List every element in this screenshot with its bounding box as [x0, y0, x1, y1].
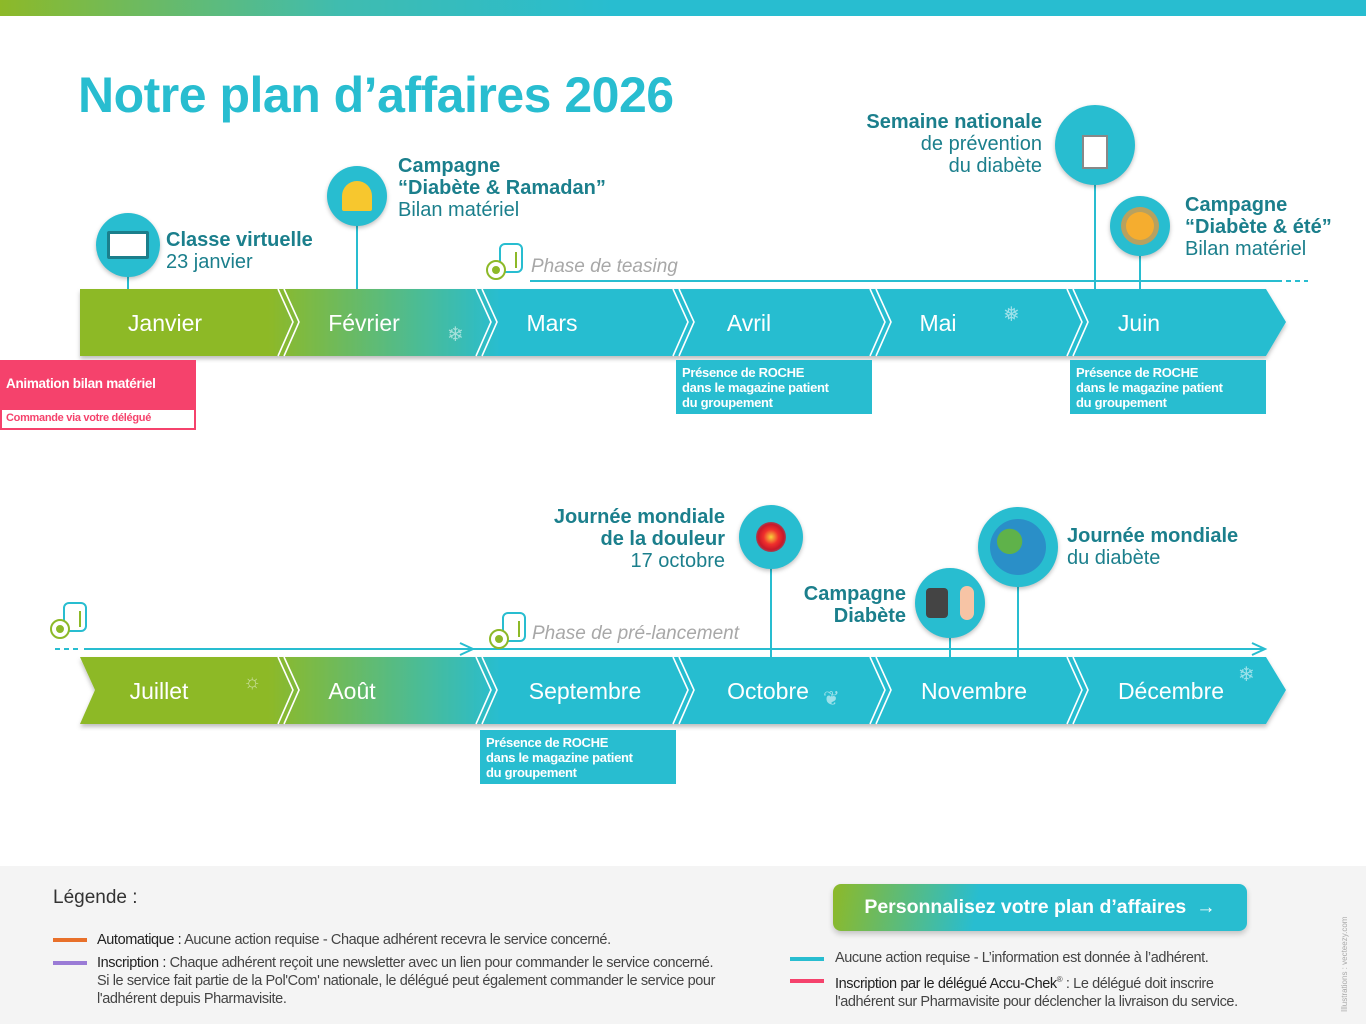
event-classe-virtuelle: Classe virtuelle 23 janvier	[166, 229, 313, 273]
cta-label: Personnalisez votre plan d’affaires	[864, 896, 1187, 918]
legend-text: l'adhérent depuis Pharmavisite.	[97, 991, 287, 1007]
presence-line: du groupement	[486, 765, 577, 780]
arrow-icon	[459, 642, 476, 656]
presence-line: dans le magazine patient	[682, 380, 829, 395]
mosque-icon	[327, 166, 387, 226]
month-octobre: Octobre	[727, 678, 809, 704]
legend-text: l'adhérent sur Pharmavisite pour déclenc…	[835, 993, 1238, 1010]
phone-megaphone-icon	[489, 612, 526, 649]
presence-line: Présence de ROCHE	[682, 365, 805, 380]
page-title: Notre plan d’affaires 2026	[78, 67, 674, 123]
presence-roche-avril: Présence de ROCHE dans le magazine patie…	[676, 360, 872, 414]
event-campagne-ramadan: Campagne “Diabète & Ramadan” Bilan matér…	[398, 155, 606, 221]
event-title: de la douleur	[600, 528, 725, 550]
legend-label: Inscription par le délégué Accu-Chek	[835, 975, 1057, 992]
presence-line: dans le magazine patient	[486, 750, 633, 765]
presence-line: Présence de ROCHE	[1076, 365, 1199, 380]
timeline-band-row2	[80, 657, 1286, 724]
month-decembre: Décembre	[1117, 678, 1225, 704]
event-title: “Diabète & Ramadan”	[398, 177, 606, 199]
snowflake-icon: ❄	[447, 324, 464, 346]
legend-text: Aucune action requise - Chaque adhérent …	[181, 932, 611, 948]
phone-megaphone-icon	[50, 602, 87, 639]
event-campagne-diabete: Campagne Diabète	[804, 583, 906, 627]
legend-automatique: Automatique : Aucune action requise - Ch…	[97, 931, 611, 949]
event-title: “Diabète & été”	[1185, 216, 1332, 238]
event-title: Classe virtuelle	[166, 229, 313, 251]
legend-inscription-delegue: Inscription par le délégué Accu-Chek® : …	[835, 975, 1238, 1010]
event-title: Journée mondiale	[553, 506, 725, 528]
event-diabete-ete: Campagne “Diabète & été” Bilan matériel	[1185, 194, 1332, 260]
pain-target-icon	[739, 505, 803, 569]
presence-line: du groupement	[682, 395, 773, 410]
personnalisez-plan-button[interactable]: Personnalisez votre plan d’affaires →	[833, 884, 1247, 931]
presence-roche-septembre: Présence de ROCHE dans le magazine patie…	[480, 730, 676, 784]
timeline-graphics	[50, 180, 1308, 725]
snowflake-icon: ❅	[1003, 304, 1020, 326]
arrow-right-icon: →	[1196, 896, 1216, 918]
phone-megaphone-icon	[486, 243, 523, 280]
legend-inscription: Inscription : Chaque adhérent reçoit une…	[97, 954, 715, 1008]
video-call-icon	[96, 213, 160, 277]
event-subtitle: du diabète	[1067, 547, 1161, 569]
event-subtitle: Bilan matériel	[398, 199, 520, 221]
month-separators-row1	[277, 288, 1089, 357]
sun-outline-icon: ☼	[243, 671, 262, 693]
arrow-icon	[1251, 642, 1268, 656]
event-semaine-nationale: Semaine nationale de prévention du diabè…	[866, 111, 1042, 177]
legend-label: Automatique :	[97, 932, 182, 948]
timeline-band-row1	[80, 289, 1286, 356]
event-title: Campagne	[398, 155, 501, 177]
month-novembre: Novembre	[920, 678, 1028, 704]
month-mai: Mai	[919, 310, 957, 336]
presence-roche-juin: Présence de ROCHE dans le magazine patie…	[1070, 360, 1266, 414]
legend-text: : Le délégué doit inscrire	[1062, 975, 1214, 992]
month-mars: Mars	[526, 310, 578, 336]
legend-swatch-orange	[53, 938, 87, 942]
event-subtitle: de prévention	[920, 133, 1042, 155]
legend-swatch-pink	[790, 979, 824, 983]
month-aout: Août	[328, 678, 376, 704]
event-date: 17 octobre	[630, 550, 725, 572]
month-juin: Juin	[1117, 310, 1161, 336]
legend-information: Aucune action requise - L’information es…	[835, 950, 1209, 966]
event-date: 23 janvier	[166, 251, 253, 273]
legend-text: Chaque adhérent reçoit une newsletter av…	[165, 955, 714, 971]
phase-pre-lancement-label: Phase de pré-lancement	[532, 623, 740, 644]
glucometer-icon	[1055, 105, 1135, 185]
event-title: Campagne	[1185, 194, 1288, 216]
sun-icon	[1110, 196, 1170, 256]
presence-line: Présence de ROCHE	[486, 735, 609, 750]
leaf-icon: ❦	[823, 688, 840, 710]
presence-line: dans le magazine patient	[1076, 380, 1223, 395]
legend-label: Inscription :	[97, 955, 166, 971]
month-fevrier: Février	[328, 310, 400, 336]
commande-delegue-label: Commande via votre délégué	[1, 409, 195, 429]
month-septembre: Septembre	[528, 678, 642, 704]
legend-title: Légende :	[53, 887, 138, 908]
event-title: Campagne	[803, 583, 906, 605]
event-title: Semaine nationale	[866, 111, 1042, 133]
globe-icon	[978, 507, 1058, 587]
glucose-test-icon	[915, 568, 985, 638]
legend-swatch-teal	[790, 957, 824, 961]
snowflake-icon: ❄	[1238, 664, 1255, 686]
event-journee-mondiale-diabete: Journée mondiale du diabète	[1067, 525, 1238, 569]
month-avril: Avril	[726, 310, 772, 336]
animation-bilan-title: Animation bilan matériel	[6, 376, 156, 391]
presence-line: du groupement	[1076, 395, 1167, 410]
month-janvier: Janvier	[127, 310, 203, 336]
event-subtitle: du diabète	[948, 155, 1042, 177]
event-title: Diabète	[833, 605, 906, 627]
month-juillet: Juillet	[129, 678, 189, 704]
legend-text: Si le service fait partie de la Pol'Com'…	[97, 973, 716, 989]
event-journee-douleur: Journée mondiale de la douleur 17 octobr…	[554, 506, 725, 572]
event-title: Journée mondiale	[1067, 525, 1239, 547]
illustrations-credit: Illustrations : vecteezy.com	[1340, 916, 1349, 1012]
top-gradient-bar	[0, 0, 1366, 16]
legend-swatch-purple	[53, 961, 87, 965]
month-separators-row2	[277, 656, 1089, 725]
event-subtitle: Bilan matériel	[1185, 238, 1307, 260]
phase-teasing-label: Phase de teasing	[531, 256, 678, 277]
